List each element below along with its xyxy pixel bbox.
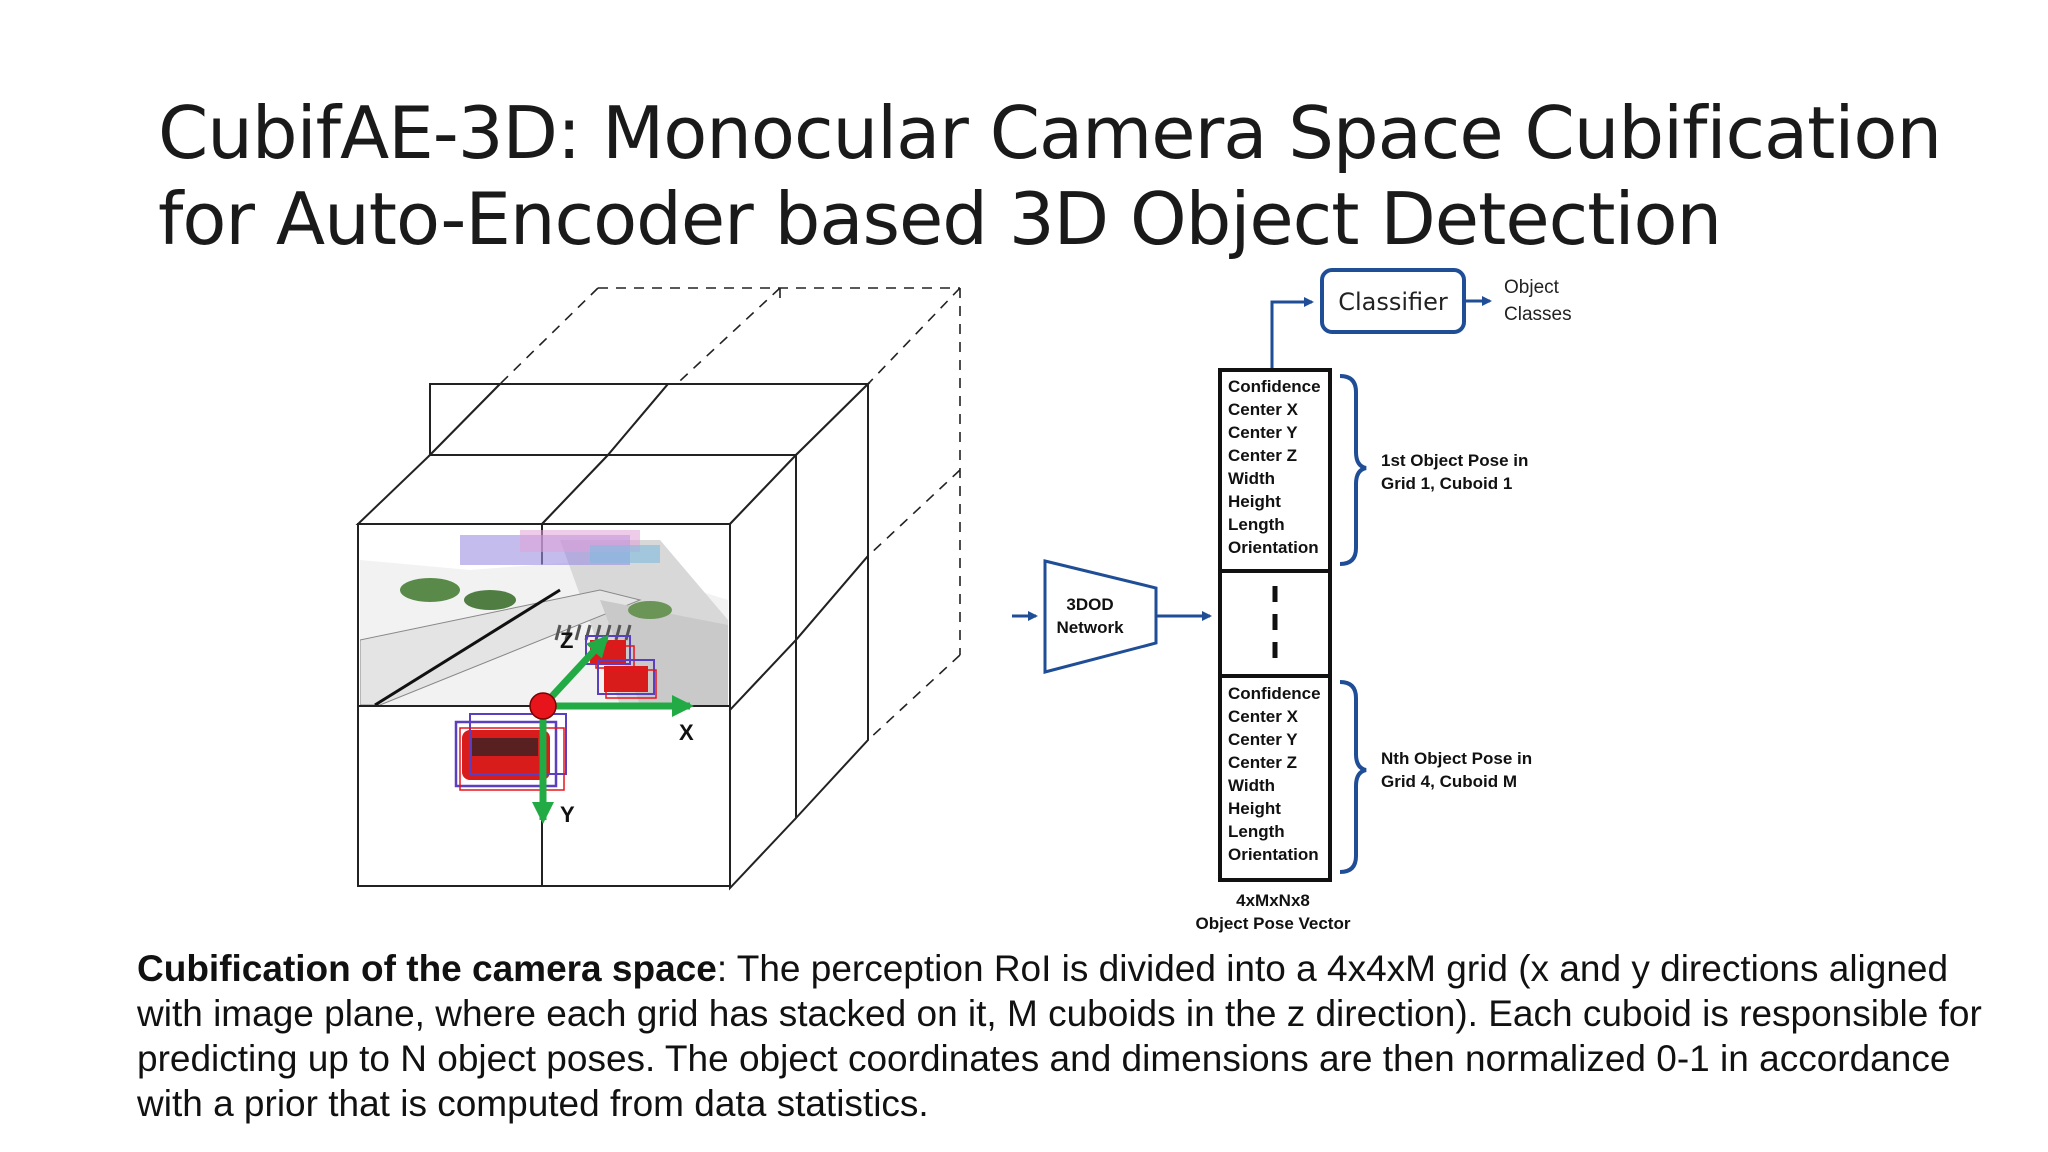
slide-title: CubifAE-3D: Monocular Camera Space Cubif… [158,90,2008,262]
dashed-depth-lines [499,287,961,741]
slide-caption: Cubification of the camera space: The pe… [137,946,2017,1126]
classes-label-1: Object [1504,277,1560,298]
first-pose-field-4: Width [1228,469,1275,488]
axis-x-label: X [679,720,694,745]
last-pose-field-1: Center X [1228,707,1299,726]
street-scene-image [360,530,728,705]
first-pose-field-1: Center X [1228,400,1299,419]
first-pose-field-5: Height [1228,492,1281,511]
last-pose-field-3: Center Z [1228,753,1297,772]
axis-y-label: Y [560,802,575,827]
car-mid [597,659,657,699]
caption-text: : The perception RoI is divided into a 4… [137,948,1982,1124]
network-trapezoid [1043,559,1158,674]
title-line-2: for Auto-Encoder based 3D Object Detecti… [158,177,1722,261]
coordinate-axes: X Y Z [529,628,694,827]
last-pose-field-5: Height [1228,799,1281,818]
origin-point [529,692,557,720]
first-pose-field-0: Confidence [1228,377,1321,396]
last-pose-field-2: Center Y [1228,730,1298,749]
title-line-1: CubifAE-3D: Monocular Camera Space Cubif… [158,91,1942,175]
network-label-1: 3DOD [1066,595,1113,614]
last-pose-field-0: Confidence [1228,684,1321,703]
last-pose-label-1: Nth Object Pose in [1381,749,1532,768]
vector-dims: 4xMxNx8 [1236,891,1310,910]
vector-name: Object Pose Vector [1196,914,1351,933]
last-pose-field-4: Width [1228,776,1275,795]
classes-label-2: Classes [1504,304,1572,325]
last-pose-field-6: Length [1228,822,1285,841]
first-pose-field-3: Center Z [1228,446,1297,465]
axis-z-label: Z [560,628,573,653]
cubification-diagram: X Y Z 3DOD Network Classifier Object Cla… [355,268,1572,933]
last-pose-brace [1339,680,1367,874]
first-pose-brace [1339,374,1367,566]
car-near [454,713,567,791]
first-pose-field-6: Length [1228,515,1285,534]
first-pose-field-7: Orientation [1228,538,1319,557]
network-flow: 3DOD Network Classifier Object Classes C… [1012,268,1572,933]
network-label-2: Network [1056,618,1124,637]
first-pose-label-2: Grid 1, Cuboid 1 [1381,474,1512,493]
first-pose-field-2: Center Y [1228,423,1298,442]
classifier-arrow [1270,297,1314,370]
classifier-label: Classifier [1338,288,1448,316]
caption-bold: Cubification of the camera space [137,948,717,989]
last-pose-label-2: Grid 4, Cuboid M [1381,772,1517,791]
last-pose-field-7: Orientation [1228,845,1319,864]
first-pose-label-1: 1st Object Pose in [1381,451,1528,470]
